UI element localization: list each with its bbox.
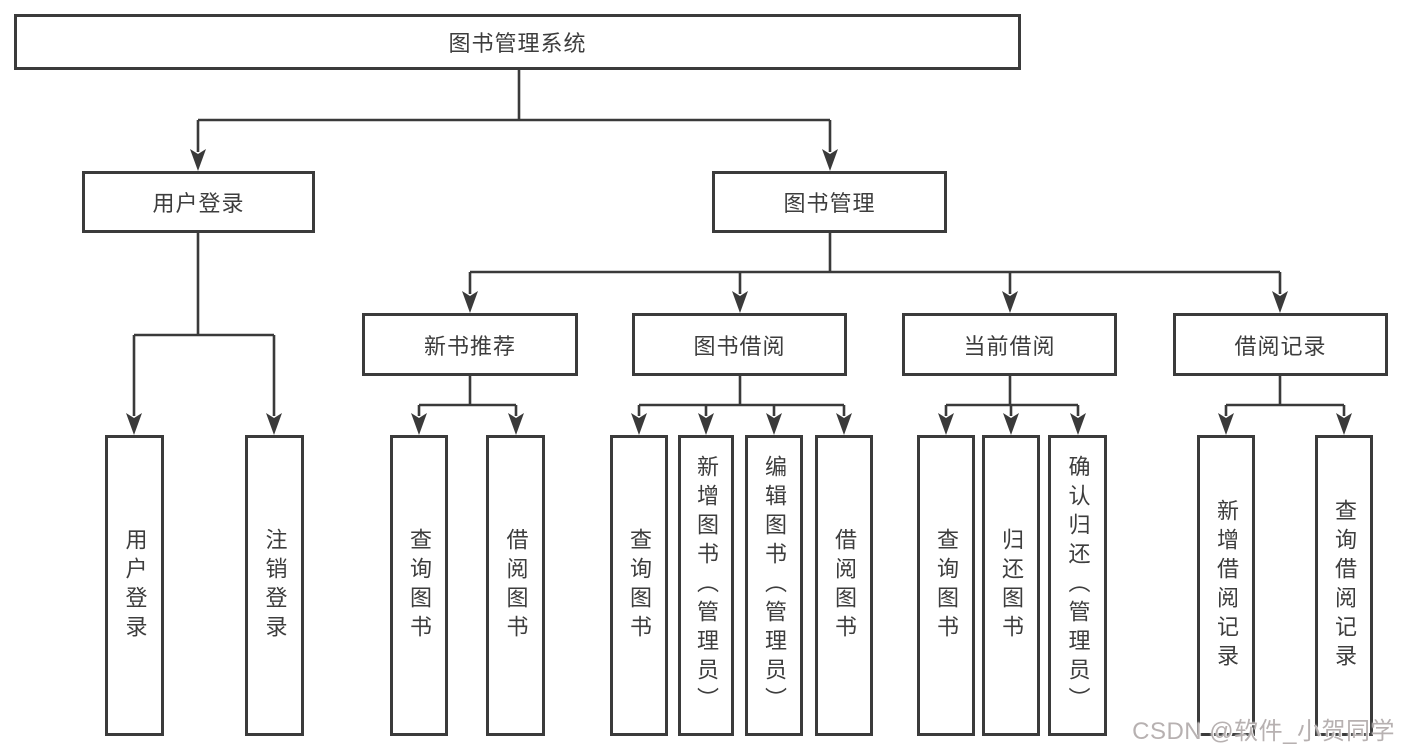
node-label: 借阅图书 xyxy=(503,527,529,644)
node-new-book-recommend: 新书推荐 xyxy=(362,313,578,376)
node-current-borrowing: 当前借阅 xyxy=(902,313,1117,376)
node-leaf-query-books-2: 查询图书 xyxy=(610,435,668,736)
node-label: 新增借阅记录 xyxy=(1214,498,1239,673)
node-label: 借阅图书 xyxy=(832,527,857,644)
node-library-management-system: 图书管理系统 xyxy=(14,14,1021,70)
node-label: 查询借阅记录 xyxy=(1332,498,1357,673)
node-leaf-borrow-books-2: 借阅图书 xyxy=(815,435,873,736)
node-label: 用户登录 xyxy=(122,527,148,644)
node-leaf-query-books-3: 查询图书 xyxy=(917,435,975,736)
node-label: 查询图书 xyxy=(407,527,432,644)
node-leaf-add-books-admin: 新增图书（管理员） xyxy=(678,435,734,736)
node-leaf-user-login: 用户登录 xyxy=(105,435,164,736)
node-label: 编辑图书（管理员） xyxy=(762,455,787,716)
node-leaf-add-borrow-record: 新增借阅记录 xyxy=(1197,435,1255,736)
node-label: 注销登录 xyxy=(262,527,288,644)
node-label: 归还图书 xyxy=(999,527,1024,644)
node-book-borrowing: 图书借阅 xyxy=(632,313,847,376)
node-leaf-return-books: 归还图书 xyxy=(982,435,1040,736)
node-leaf-query-borrow-record: 查询借阅记录 xyxy=(1315,435,1373,736)
node-book-management: 图书管理 xyxy=(712,171,947,233)
node-label: 查询图书 xyxy=(934,527,959,644)
node-borrowing-records: 借阅记录 xyxy=(1173,313,1388,376)
node-user-login: 用户登录 xyxy=(82,171,315,233)
node-label: 确认归还（管理员） xyxy=(1065,455,1091,716)
node-label: 查询图书 xyxy=(627,527,652,644)
node-leaf-confirm-return-admin: 确认归还（管理员） xyxy=(1048,435,1107,736)
csdn-watermark: CSDN @软件_小贺同学 xyxy=(1132,718,1395,745)
node-leaf-logout: 注销登录 xyxy=(245,435,304,736)
node-leaf-edit-books-admin: 编辑图书（管理员） xyxy=(745,435,803,736)
node-leaf-query-books-1: 查询图书 xyxy=(390,435,448,736)
node-leaf-borrow-books-1: 借阅图书 xyxy=(486,435,545,736)
node-label: 新增图书（管理员） xyxy=(694,455,719,716)
